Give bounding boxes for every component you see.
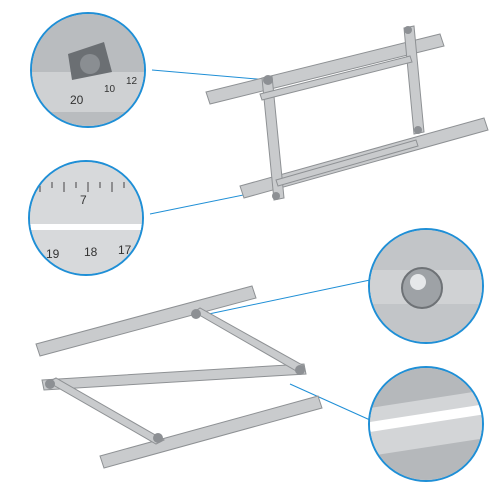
tool-upper-inner-bottom [275, 139, 419, 187]
guide-line-1 [151, 69, 269, 81]
tool-lower-rivet-1 [191, 309, 201, 319]
mark-12: 12 [126, 76, 138, 87]
tool-lower-mid-bar [41, 363, 307, 391]
mark-17: 17 [118, 243, 132, 257]
slot-closeup [368, 366, 484, 482]
guide-line-3 [203, 279, 371, 316]
slot-icon [370, 404, 482, 432]
tool-upper-nut-4 [272, 192, 280, 200]
tool-lower-top-bar [35, 285, 257, 357]
rivet-closeup [368, 228, 484, 344]
tool-lower-rivet-3 [295, 365, 305, 375]
mark-10: 10 [104, 84, 116, 95]
mark-7: 7 [80, 193, 87, 207]
tool-lower-rivet-2 [45, 379, 55, 389]
ruler-scale-closeup: 7 17 18 19 [28, 160, 144, 276]
tool-upper-nut-1 [263, 75, 273, 85]
wing-nut-closeup: 20 10 12 [30, 12, 146, 128]
mark-20: 20 [70, 93, 84, 107]
tool-lower-rivet-4 [153, 433, 163, 443]
tool-lower-left-diagonal [46, 377, 166, 445]
tool-upper-right-arm [403, 25, 425, 135]
tool-upper-inner-top [259, 55, 413, 101]
mark-18: 18 [84, 245, 98, 259]
tool-upper-nut-3 [414, 126, 422, 134]
tool-upper-nut-2 [404, 26, 412, 34]
mark-19: 19 [46, 247, 60, 261]
tool-lower-bottom-bar [99, 395, 323, 469]
guide-line-4 [289, 383, 371, 421]
tool-lower-right-diagonal [193, 307, 305, 373]
